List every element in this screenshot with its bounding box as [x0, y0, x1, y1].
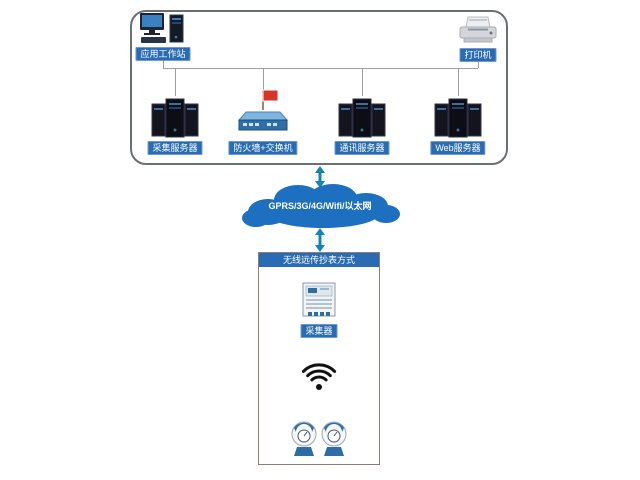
- arrow-cloud-to-meterbox: [313, 228, 327, 257]
- printer-icon: [458, 15, 498, 50]
- line-web-server-drop: [458, 68, 459, 96]
- comm-server-label: 通讯服务器: [334, 141, 390, 155]
- collector-icon: [302, 282, 336, 325]
- wifi-signal-icon: [297, 356, 341, 401]
- server-room-box: [130, 10, 508, 165]
- firewall-switch-label: 防火墙+交换机: [228, 141, 298, 155]
- meters-icon: [290, 414, 348, 463]
- network-cloud: GPRS/3G/4G/Wifi/以太网: [238, 180, 402, 230]
- meter-reading-box: 无线远传抄表方式: [258, 252, 380, 465]
- cloud-icon: [242, 184, 400, 228]
- line-bus: [163, 68, 478, 69]
- line-comm-server-drop: [362, 68, 363, 96]
- collection-server-label: 采集服务器: [147, 141, 203, 155]
- line-firewall-drop: [263, 68, 264, 90]
- workstation-icon: [140, 13, 186, 52]
- line-workstation-drop: [163, 59, 164, 68]
- firewall-switch-icon: [237, 88, 289, 139]
- cloud-label: GPRS/3G/4G/Wifi/以太网: [268, 201, 372, 211]
- line-printer-drop: [478, 60, 479, 68]
- meter-box-title: 无线远传抄表方式: [259, 253, 379, 267]
- collector-label: 采集器: [300, 324, 338, 338]
- printer-label: 打印机: [459, 48, 497, 62]
- web-server-icon: [434, 96, 482, 143]
- line-collection-server-drop: [175, 68, 176, 96]
- workstation-label: 应用工作站: [135, 47, 191, 61]
- arrow-box-to-cloud: [313, 166, 327, 193]
- comm-server-icon: [338, 96, 386, 143]
- web-server-label: Web服务器: [430, 141, 486, 155]
- collection-server-icon: [151, 96, 199, 143]
